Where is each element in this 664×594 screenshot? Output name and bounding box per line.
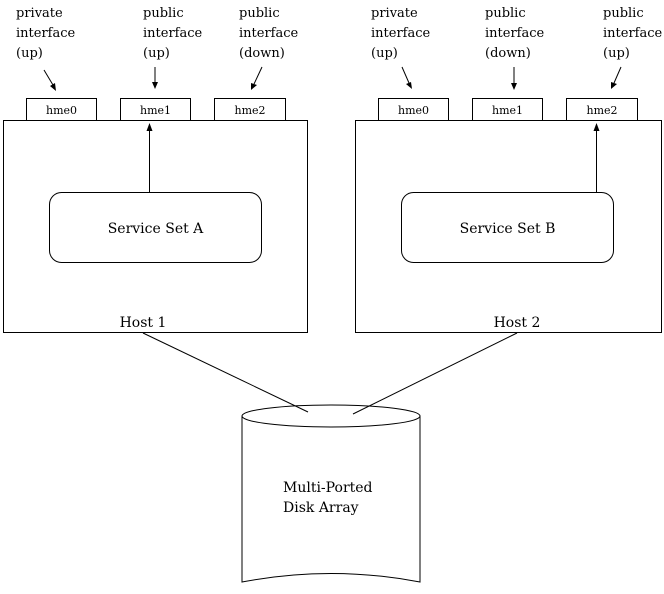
host-1-interface-hme0: hme0: [26, 98, 97, 121]
annotation-line: private: [16, 6, 63, 21]
host-1-interface-hme1: hme1: [120, 98, 191, 121]
host-1-annotation-hme1: public interface (up): [143, 6, 203, 61]
annotation-line: (up): [143, 46, 170, 61]
annotation-line: (up): [603, 46, 630, 61]
host-2-annotation-hme1: public interface (down): [485, 6, 545, 61]
annotation-line: interface: [371, 26, 431, 41]
host-1-annotation-hme0: private interface (up): [16, 6, 76, 61]
annotation-line: (up): [371, 46, 398, 61]
host-2-annotation-arrow-hme2: [611, 66, 622, 89]
interface-label: hme0: [398, 104, 429, 117]
host-1-interface-hme2: hme2: [214, 98, 286, 121]
annotation-line: interface: [603, 26, 663, 41]
annotation-line: interface: [143, 26, 203, 41]
disk-array: Multi-Ported Disk Array: [241, 404, 421, 583]
interface-label: hme2: [234, 104, 265, 117]
disk-array-body: [241, 416, 421, 583]
host-2-service-arrow: [593, 123, 600, 192]
annotation-line: public: [239, 6, 280, 21]
host-2-annotation-hme0: private interface (up): [371, 6, 431, 61]
annotation-line: public: [603, 6, 644, 21]
host-2-interface-hme1: hme1: [472, 98, 543, 121]
annotation-line: private: [371, 6, 418, 21]
host-2-interface-hme0: hme0: [378, 98, 449, 121]
interface-label: hme1: [492, 104, 523, 117]
host-1-disk-connection: [142, 332, 309, 413]
disk-array-top: [241, 404, 421, 428]
host-2-label: Host 2: [494, 315, 541, 331]
annotation-line: (down): [485, 46, 531, 61]
annotation-line: interface: [485, 26, 545, 41]
host-2-disk-connection: [352, 332, 518, 415]
annotation-line: (up): [16, 46, 43, 61]
host-2-annotation-arrow-hme0: [401, 66, 412, 89]
annotation-line: public: [143, 6, 184, 21]
host-1-label: Host 1: [120, 315, 167, 331]
interface-label: hme1: [140, 104, 171, 117]
annotation-line: public: [485, 6, 526, 21]
host-2-interface-hme2: hme2: [566, 98, 638, 121]
host-1-annotation-arrow-hme0: [43, 69, 56, 91]
host-1-annotation-hme2: public interface (down): [239, 6, 299, 61]
host-2-annotation-hme2: public interface (up): [603, 6, 663, 61]
annotation-line: interface: [239, 26, 299, 41]
service-set-label: Service Set A: [108, 221, 204, 237]
host-1: private interface (up) public interface …: [3, 6, 308, 333]
host-2-annotation-arrow-hme1: [511, 67, 517, 90]
host-1-annotation-arrow-hme2: [251, 66, 263, 90]
host-2: private interface (up) public interface …: [355, 6, 663, 333]
service-set-label: Service Set B: [460, 221, 556, 237]
interface-label: hme0: [46, 104, 77, 117]
service-set-a: Service Set A: [49, 192, 262, 263]
host-1-service-arrow: [146, 123, 153, 192]
service-set-b: Service Set B: [401, 192, 614, 263]
host-1-annotation-arrow-hme1: [152, 67, 158, 89]
disk-array-label-line: Multi-Ported: [283, 480, 373, 496]
annotation-line: (down): [239, 46, 285, 61]
interface-label: hme2: [586, 104, 617, 117]
annotation-line: interface: [16, 26, 76, 41]
disk-array-label-line: Disk Array: [283, 500, 359, 516]
